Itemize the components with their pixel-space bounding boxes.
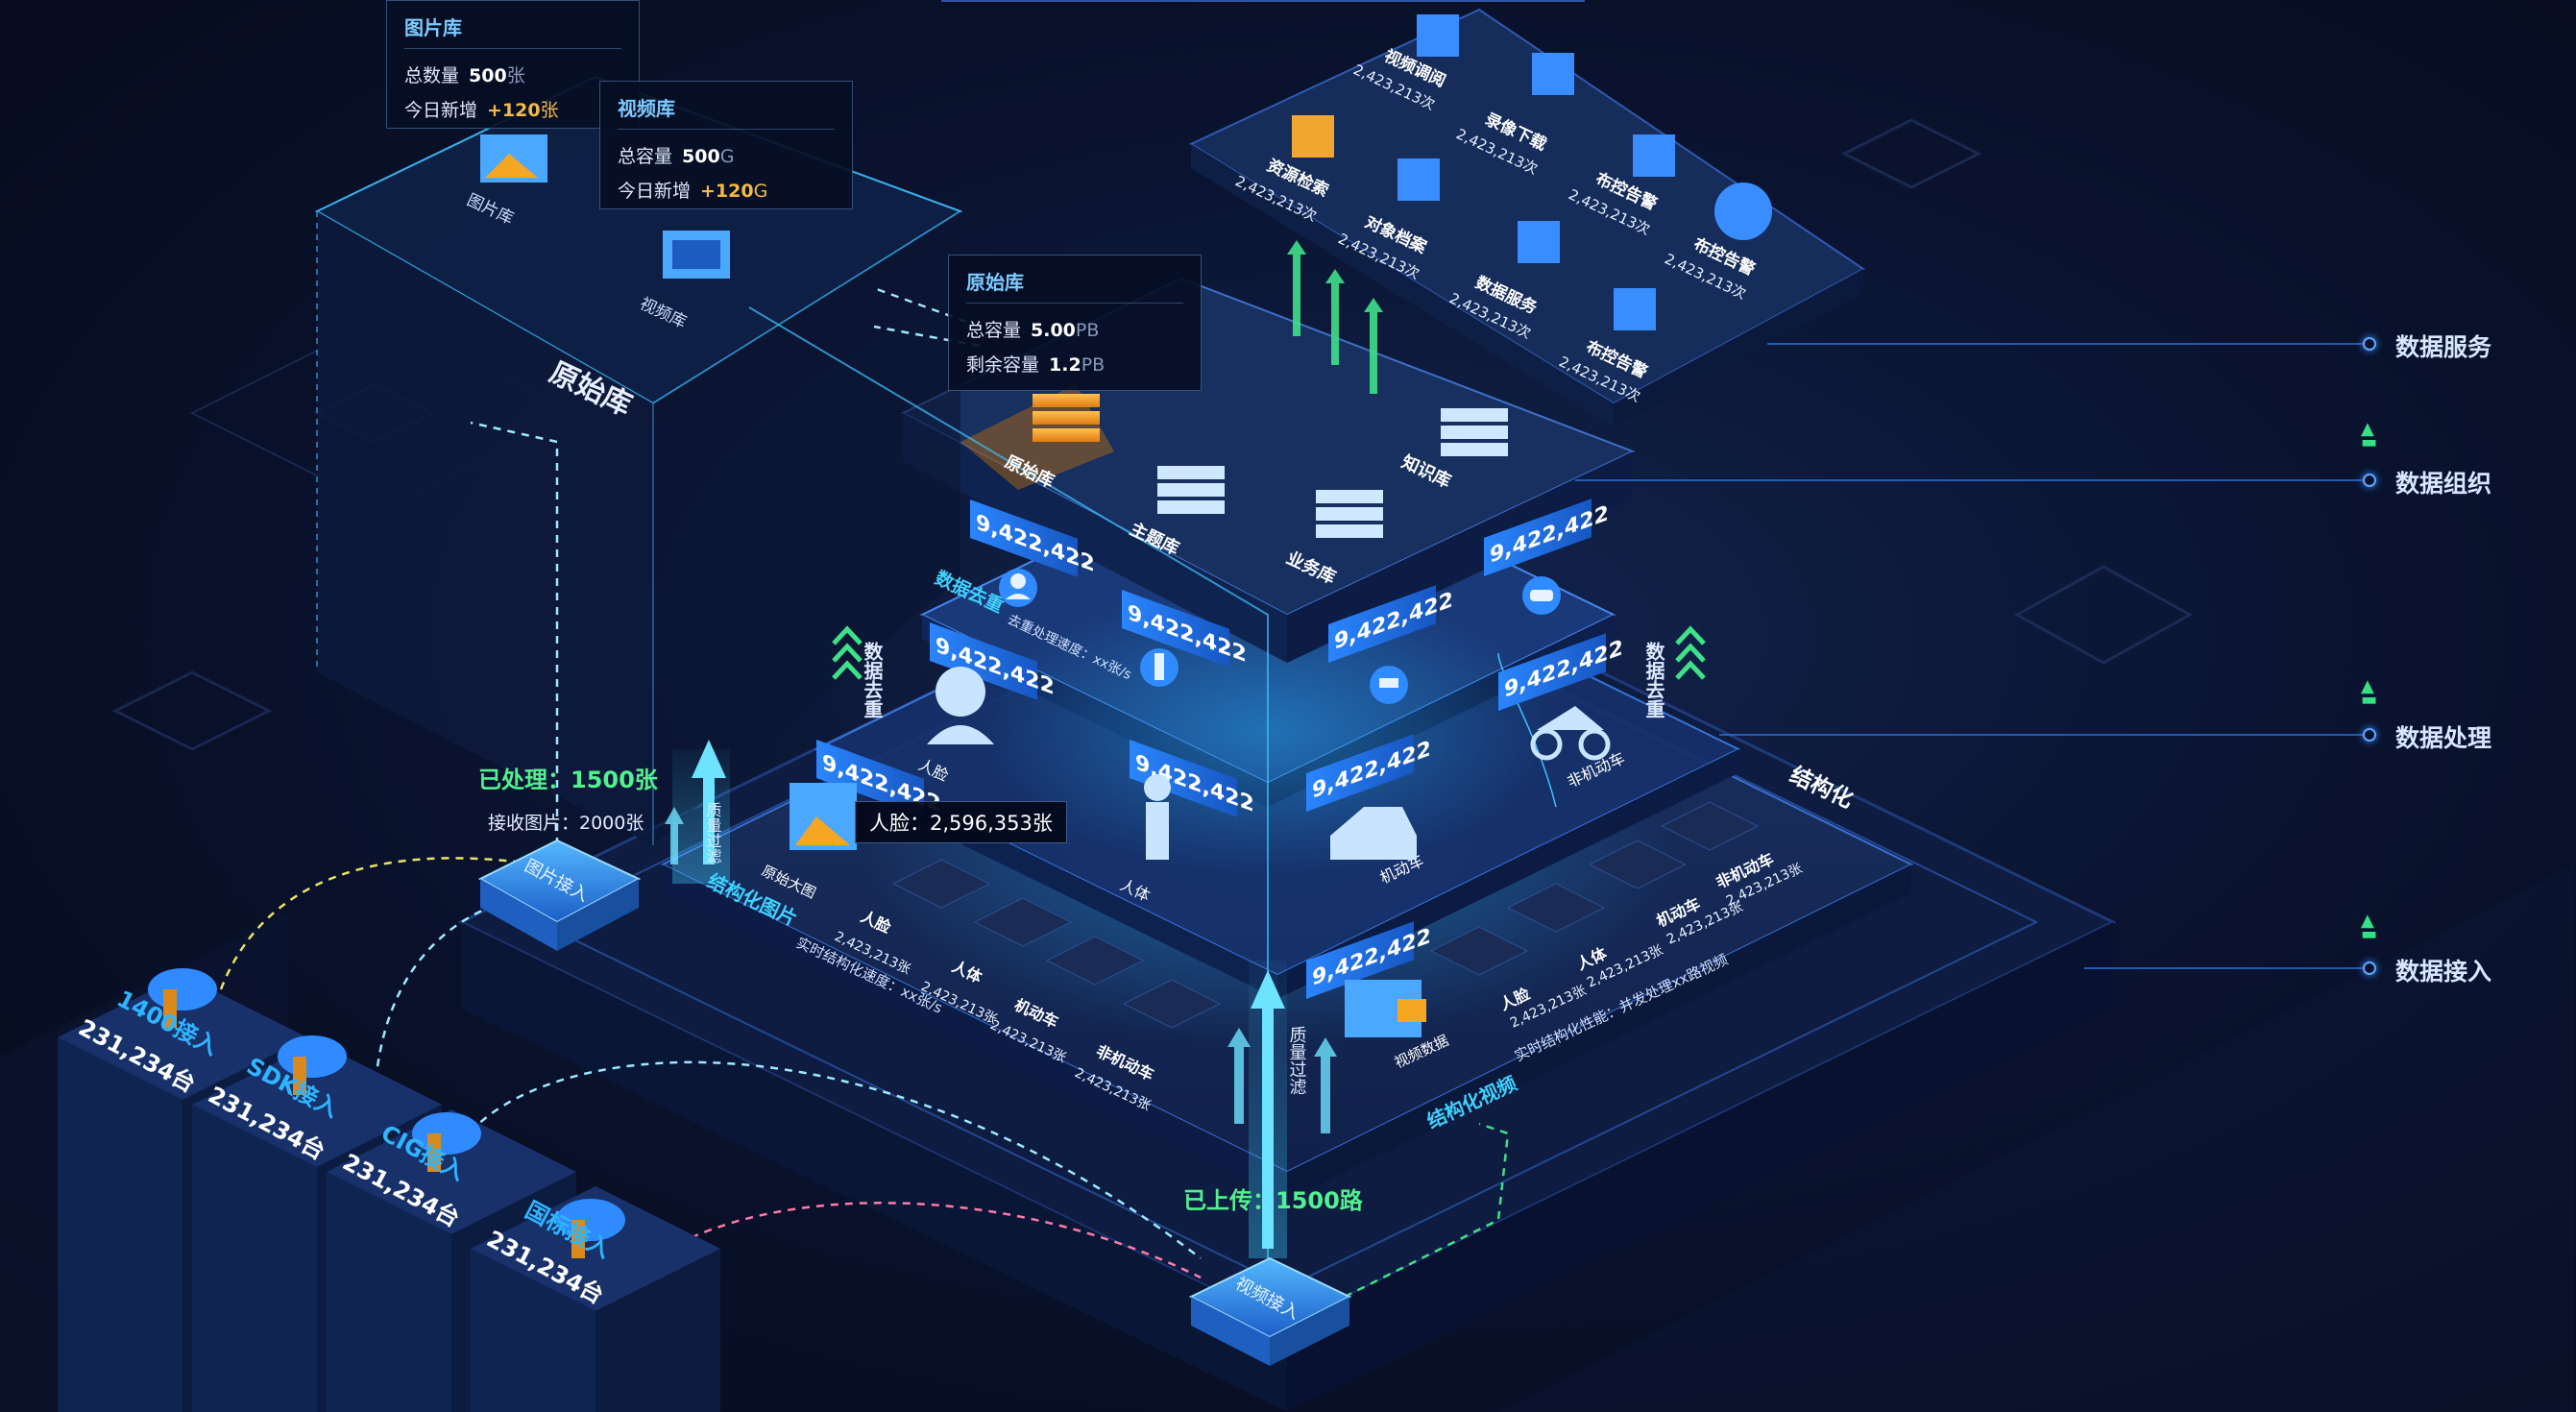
sp-tiles: [891, 801, 1760, 1029]
body-icon: [1140, 648, 1179, 687]
layer-lines: [1575, 343, 2363, 969]
quality-filter-left: 质量过滤: [704, 802, 722, 864]
scooter-icon: [1370, 666, 1408, 704]
uploaded-count: 已上传：1500路: [1183, 1187, 1363, 1214]
connectors: [219, 286, 1557, 1299]
person-icon: [999, 569, 1037, 607]
layer-dot-service: [2363, 337, 2376, 351]
layer-dot-processing: [2363, 728, 2376, 742]
original-image-icon: [790, 783, 857, 850]
layer-up-arrow-3: ▲▬: [2361, 911, 2378, 944]
service-layer: [941, 0, 1865, 427]
object-icons: [480, 14, 1772, 1037]
layer-dot-access: [2363, 962, 2376, 975]
face-large-icon: [927, 667, 994, 744]
video-lib-today-row: 今日新增+120G: [618, 181, 768, 202]
video-access-box[interactable]: [1188, 1256, 1352, 1366]
side-labels: 数据去重 数据去重 质量过滤 质量过滤: [704, 641, 1666, 1095]
stack-icon-knowledge: [1441, 408, 1508, 456]
uplink-beams: [665, 240, 1383, 1258]
face-tooltip: 人脸：2,596,353张: [855, 801, 1067, 843]
stack-icon-business: [1316, 490, 1383, 538]
received-count: 接收图片：2000张: [488, 813, 644, 834]
picture-lib-today-row: 今日新增+120张: [404, 100, 559, 121]
layer-label-access[interactable]: 数据接入: [2395, 958, 2492, 986]
video-lib-icon: [663, 231, 730, 279]
layer-up-arrow-2: ▲▬: [2361, 676, 2378, 710]
quality-filter-right: 质量过滤: [1287, 1026, 1307, 1095]
layer-up-arrow-1: ▲▬: [2361, 419, 2378, 452]
dedup-side-right: 数据去重: [1642, 641, 1665, 718]
video-data-icon: [1345, 980, 1426, 1037]
processed-count: 已处理：1500张: [478, 767, 658, 793]
video-lib-panel-title: 视频库: [618, 93, 835, 130]
car-icon: [1522, 576, 1561, 615]
stack-icon-topic: [1157, 466, 1225, 514]
origin-lib-panel-title: 原始库: [966, 267, 1183, 304]
picture-lib-icon: [480, 134, 547, 183]
camera-pillar-gb: [471, 1186, 720, 1412]
layer-label-processing[interactable]: 数据处理: [2395, 724, 2492, 752]
camera-pillars: [58, 968, 720, 1412]
layer-dot-organization: [2363, 474, 2376, 487]
picture-access-box[interactable]: [477, 839, 642, 951]
layer-label-organization[interactable]: 数据组织: [2395, 470, 2492, 498]
dedup-chevrons: [832, 625, 1706, 680]
dedup-side-left: 数据去重: [861, 641, 884, 718]
picture-lib-panel-title: 图片库: [404, 12, 621, 49]
service-icons: [1292, 14, 1772, 330]
body-large-icon: [1144, 774, 1171, 860]
scooter-large-icon: [1530, 706, 1611, 761]
stack-icon-origin: [1033, 394, 1100, 442]
car-large-icon: [1330, 807, 1417, 860]
layer-label-service[interactable]: 数据服务: [2395, 333, 2492, 361]
